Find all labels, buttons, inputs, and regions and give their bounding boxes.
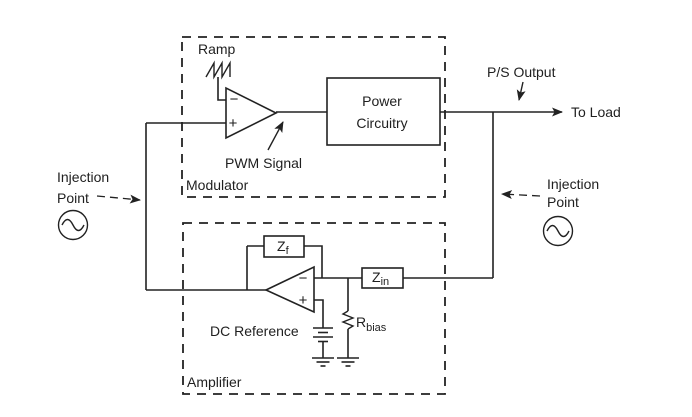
modulator-label: Modulator bbox=[186, 177, 249, 193]
opamp-triangle bbox=[264, 265, 315, 314]
injection-right-arrow bbox=[501, 190, 541, 200]
ground-icon-rbias bbox=[337, 357, 359, 367]
zf-label: Zf bbox=[277, 238, 290, 257]
resistor-icon bbox=[341, 310, 355, 330]
injection-left-arrow bbox=[96, 194, 141, 204]
to-load-label: To Load bbox=[571, 104, 621, 120]
power-circuitry-label-line2: Circuitry bbox=[356, 115, 407, 131]
ramp-label: Ramp bbox=[198, 41, 236, 57]
dc-reference-label: DC Reference bbox=[210, 323, 299, 339]
sine-source-icon-right bbox=[542, 215, 574, 247]
zin-label: Zin bbox=[372, 269, 389, 288]
comparator-plus-sign: + bbox=[229, 115, 238, 132]
zin-box bbox=[361, 267, 404, 289]
wire-plus-to-battery bbox=[314, 299, 324, 328]
modulator-box bbox=[181, 36, 446, 198]
sine-source-icon-left bbox=[57, 209, 89, 241]
opamp-plus-sign: + bbox=[299, 292, 308, 309]
power-circuitry-box bbox=[326, 77, 441, 146]
rbias-label: Rbias bbox=[356, 314, 387, 334]
comparator-triangle bbox=[225, 86, 278, 140]
wire-zf-to-minus bbox=[304, 245, 323, 278]
ps-output-label: P/S Output bbox=[487, 64, 556, 80]
injection-right-label-line1: Injection bbox=[547, 176, 599, 192]
ps-output-arrow bbox=[516, 81, 526, 101]
comparator-minus-sign: − bbox=[230, 91, 239, 108]
pwm-signal-label: PWM Signal bbox=[225, 155, 302, 171]
pwm-signal-arrow bbox=[267, 121, 284, 151]
opamp-minus-sign: − bbox=[299, 270, 308, 287]
power-circuitry-label-line1: Power bbox=[362, 93, 402, 109]
battery-icon bbox=[313, 327, 333, 343]
amplifier-box bbox=[182, 222, 446, 395]
wire-ramp-to-comparator bbox=[217, 77, 226, 101]
injection-left-label-line2: Point bbox=[57, 190, 89, 206]
ground-icon-battery bbox=[312, 357, 334, 367]
amplifier-label: Amplifier bbox=[187, 374, 242, 390]
injection-right-label-line2: Point bbox=[547, 194, 579, 210]
injection-left-label-line1: Injection bbox=[57, 169, 109, 185]
ramp-waveform-icon bbox=[205, 60, 231, 80]
zf-box bbox=[263, 235, 305, 258]
